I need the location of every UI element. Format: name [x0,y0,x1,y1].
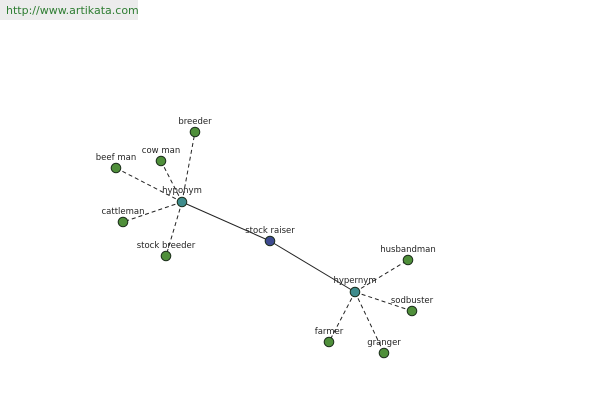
node-sodbuster-label: sodbuster [391,296,434,306]
node-farmer[interactable]: farmer [315,327,344,348]
node-stock-breeder-dot[interactable] [160,250,172,262]
node-hyponym[interactable]: hyponym [162,186,202,208]
node-sodbuster-dot[interactable] [406,305,418,317]
node-husbandman[interactable]: husbandman [380,245,436,266]
edge-hypernym-child [354,291,385,354]
node-stock-raiser[interactable]: stock raiser [245,226,295,247]
node-beef-man[interactable]: beef man [96,153,136,174]
edge-center-hypernym [269,240,356,293]
node-cattleman[interactable]: cattleman [101,207,145,228]
edge-hyponym-child [122,201,183,223]
edge-hyponym-child [160,160,183,203]
node-hypernym-dot[interactable] [349,286,361,298]
node-stock-breeder-label: stock breeder [137,241,196,251]
edge-hypernym-child [354,259,409,293]
node-stock-raiser-label: stock raiser [245,226,295,236]
node-sodbuster[interactable]: sodbuster [391,296,434,317]
site-url-link[interactable]: http://www.artikata.com [6,4,139,17]
edge-hyponym-child [181,131,196,203]
edge-hypernym-child [328,291,356,343]
node-cow-man[interactable]: cow man [142,146,180,167]
node-beef-man-label: beef man [96,153,136,163]
edges [115,131,413,354]
node-farmer-dot[interactable] [323,336,335,348]
node-farmer-label: farmer [315,327,344,337]
node-granger-dot[interactable] [378,347,390,359]
nodes: stock raiser hyponym hypernym breeder cow ma… [96,117,436,359]
node-cow-man-dot[interactable] [155,155,167,167]
node-hypernym[interactable]: hypernym [333,276,377,298]
edge-hyponym-child [165,201,183,257]
edge-hypernym-child [354,291,413,312]
node-granger[interactable]: granger [367,338,401,359]
node-breeder[interactable]: breeder [178,117,212,138]
node-hyponym-dot[interactable] [176,196,188,208]
node-breeder-label: breeder [178,117,212,127]
node-cow-man-label: cow man [142,146,180,156]
node-beef-man-dot[interactable] [110,162,122,174]
node-stock-breeder[interactable]: stock breeder [137,241,196,262]
node-breeder-dot[interactable] [189,126,201,138]
edge-hyponym-child [115,167,183,203]
url-bar: http://www.artikata.com [0,0,139,20]
node-husbandman-label: husbandman [380,245,435,255]
node-granger-label: granger [367,338,401,348]
node-cattleman-dot[interactable] [117,216,129,228]
node-husbandman-dot[interactable] [402,254,414,266]
node-stock-raiser-dot[interactable] [264,235,276,247]
edge-hyponym-center [181,201,271,242]
node-hypernym-label: hypernym [333,276,376,286]
node-hyponym-label: hyponym [162,186,202,196]
node-cattleman-label: cattleman [101,207,144,217]
